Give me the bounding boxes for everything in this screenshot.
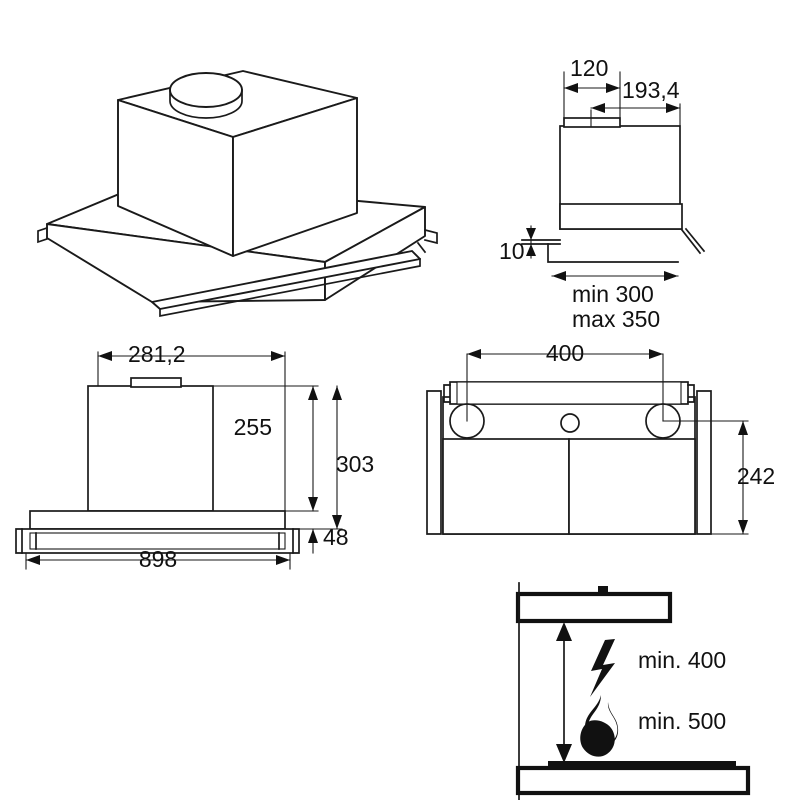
clearance-row-gas: min. 500	[580, 695, 726, 757]
clearance-countertop	[515, 765, 751, 796]
lightning-bolt-icon	[590, 639, 615, 697]
front-elevation-view: 281,2 255 303	[15, 341, 374, 572]
clearance-row-electric: min. 400	[590, 639, 726, 697]
dim-label-48: 48	[323, 524, 349, 550]
plan-top-rail-inner	[456, 381, 682, 405]
clearance-arrow	[556, 622, 572, 763]
dim-label-193-4: 193,4	[622, 77, 680, 103]
clearance-label-electric: min. 400	[638, 647, 726, 673]
front-visor-inner	[29, 532, 286, 550]
dim-label-120: 120	[570, 55, 608, 81]
side-lower-band	[559, 203, 683, 230]
dim-label-303: 303	[336, 451, 374, 477]
side-bracket-diagonal-2	[684, 227, 706, 253]
plan-rail-cap-left	[443, 384, 451, 403]
side-outlet-stub	[563, 117, 621, 128]
round-duct-outlet-collar	[169, 72, 243, 119]
side-section-view: 120 193,4 10	[499, 55, 706, 332]
flame-icon	[580, 695, 619, 757]
clearance-diagram: min. 400 min. 500	[515, 582, 751, 800]
dim-outlet-offset: 193,4	[590, 77, 681, 127]
dim-body-depth: 242	[662, 420, 775, 535]
front-motor-box	[87, 385, 214, 512]
clearance-hood-duct-stub	[598, 586, 608, 595]
clearance-hob-plate	[548, 761, 736, 769]
mounting-clip-right	[416, 228, 438, 254]
clearance-label-gas: min. 500	[638, 708, 726, 734]
centre-hole	[560, 413, 580, 433]
dim-cabinet-depth: min 300 max 350	[551, 271, 679, 332]
front-endcap-left	[15, 528, 23, 554]
dim-label-min-300: min 300	[572, 281, 654, 307]
dim-mounting-hole-spacing: 400	[466, 340, 664, 422]
mounting-clip-left	[37, 226, 49, 244]
side-cabinet-floor	[547, 243, 679, 263]
front-outlet-stub	[130, 377, 182, 388]
dim-label-10: 10	[499, 238, 525, 264]
dim-label-242: 242	[737, 463, 775, 489]
isometric-view	[37, 70, 438, 318]
plan-view: 400 242	[426, 340, 775, 535]
dim-total-height: 303	[284, 385, 374, 530]
plan-frame-right	[696, 390, 712, 535]
dim-total-width: 898	[25, 546, 291, 572]
dim-label-400: 400	[546, 340, 584, 366]
dim-rim-thickness: 10	[499, 225, 536, 264]
slide-out-visor	[151, 250, 421, 318]
dim-motor-box-height: 255	[212, 385, 319, 512]
clearance-hood-body	[515, 591, 673, 624]
dim-label-255: 255	[234, 414, 272, 440]
plan-filter-panel-right	[568, 438, 696, 535]
front-canopy-slab	[29, 510, 286, 530]
dim-label-898: 898	[139, 546, 177, 572]
side-bracket-diagonal	[680, 228, 702, 255]
dim-canopy-height: 48	[308, 524, 349, 554]
dim-motor-box-width: 281,2	[97, 341, 286, 512]
dim-label-281-2: 281,2	[128, 341, 186, 367]
dim-label-max-350: max 350	[572, 306, 660, 332]
dim-chimney-width: 120	[563, 55, 621, 121]
plan-filter-panel-left	[442, 438, 570, 535]
plan-frame-left	[426, 390, 442, 535]
front-endcap-right	[292, 528, 300, 554]
plan-rail-cap-right	[687, 384, 695, 403]
